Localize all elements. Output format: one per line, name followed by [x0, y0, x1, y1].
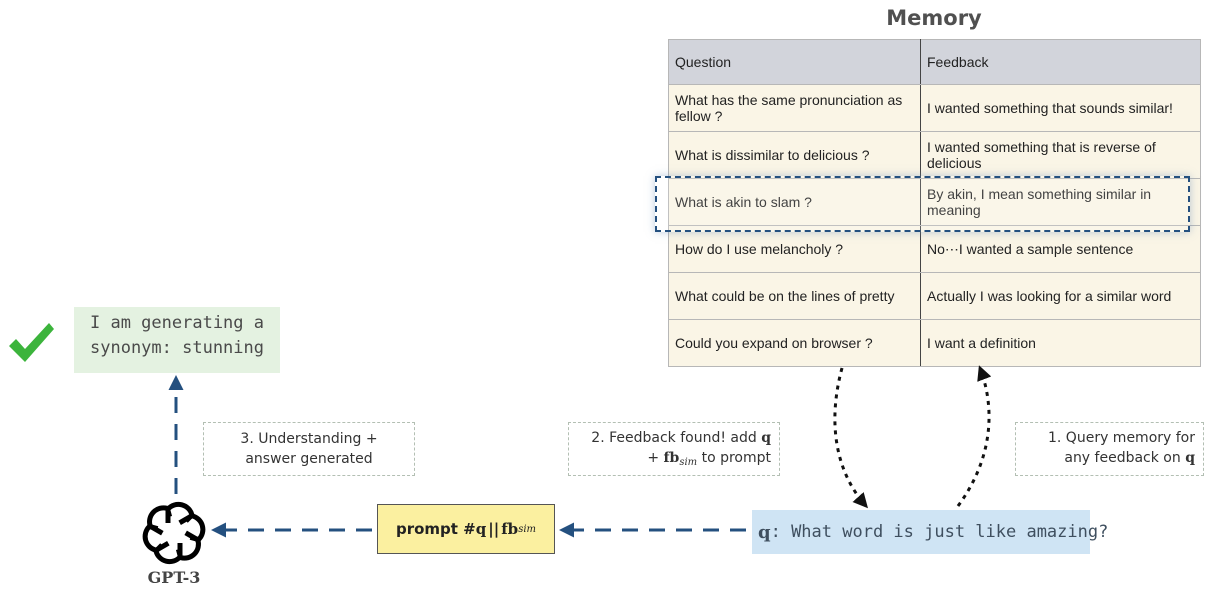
- feedback-subscript: sim: [679, 457, 698, 468]
- prompt-question-symbol: q: [475, 520, 487, 538]
- step-1-line-2: any feedback on q: [1016, 448, 1195, 468]
- query-text: : What word is just like amazing?: [770, 522, 1109, 542]
- question-symbol: q: [761, 430, 771, 446]
- prompt-feedback-subscript: sim: [518, 523, 536, 535]
- check-mark-icon: [9, 323, 54, 362]
- memory-header-row: Question Feedback: [668, 39, 1201, 85]
- memory-feedback: No⋯I wanted a sample sentence: [920, 225, 1201, 273]
- step-2-note: 2. Feedback found! add q + fbsim to prom…: [568, 422, 780, 476]
- memory-feedback: By akin, I mean something similar in mea…: [920, 178, 1201, 226]
- memory-row: What is dissimilar to delicious ? I want…: [668, 131, 1201, 179]
- memory-table: Question Feedback What has the same pron…: [668, 39, 1201, 367]
- arrow-memory-to-query: [833, 367, 868, 509]
- step-2-text: 2. Feedback found! add: [591, 430, 762, 446]
- feedback-symbol: fb: [663, 450, 680, 466]
- step-1-line-1: 1. Query memory for: [1048, 430, 1195, 446]
- step-1-note: 1. Query memory for any feedback on q: [1015, 422, 1204, 476]
- memory-question: What is dissimilar to delicious ?: [668, 131, 921, 179]
- memory-row: What has the same pronunciation as fello…: [668, 84, 1201, 132]
- prompt-separator: ||: [488, 520, 500, 538]
- memory-question: What is akin to slam ?: [668, 178, 921, 226]
- user-query: q: What word is just like amazing?: [752, 510, 1108, 554]
- memory-question: What has the same pronunciation as fello…: [668, 84, 921, 132]
- step-3-line-1: 3. Understanding +: [240, 431, 378, 447]
- memory-column-question: Question: [668, 39, 921, 85]
- memory-question: What could be on the lines of pretty: [668, 272, 921, 320]
- step-2-tail: to prompt: [697, 450, 771, 466]
- step-2-line-1: 2. Feedback found! add q: [569, 428, 771, 448]
- prompt-feedback-symbol: fb: [501, 520, 519, 538]
- memory-feedback: Actually I was looking for a similar wor…: [920, 272, 1201, 320]
- arrow-query-to-memory: [956, 365, 992, 507]
- memory-row: What could be on the lines of pretty Act…: [668, 272, 1201, 320]
- prompt-prefix: prompt #: [395, 520, 476, 538]
- memory-feedback: I want a definition: [920, 319, 1201, 367]
- openai-logo-icon: [142, 501, 206, 565]
- step-2-plus: +: [647, 450, 664, 466]
- generated-output: I am generating a synonym: stunning: [74, 307, 280, 373]
- memory-feedback: I wanted something that is reverse of de…: [920, 131, 1201, 179]
- output-line-1: I am generating a: [90, 313, 264, 333]
- step-3-note: 3. Understanding + answer generated: [203, 422, 415, 476]
- question-symbol: q: [1185, 450, 1195, 466]
- memory-column-feedback: Feedback: [920, 39, 1201, 85]
- memory-row: Could you expand on browser ? I want a d…: [668, 319, 1201, 367]
- memory-row-highlighted: What is akin to slam ? By akin, I mean s…: [668, 178, 1201, 226]
- step-1-text: any feedback on: [1064, 450, 1186, 466]
- step-3-line-2: answer generated: [245, 451, 373, 467]
- query-symbol: q: [758, 521, 771, 543]
- memory-feedback: I wanted something that sounds similar!: [920, 84, 1201, 132]
- memory-title: Memory: [886, 6, 982, 30]
- memory-row: How do I use melancholy ? No⋯I wanted a …: [668, 225, 1201, 273]
- step-2-line-2: + fbsim to prompt: [569, 448, 771, 473]
- output-line-2: synonym: stunning: [90, 338, 264, 358]
- model-label: GPT-3: [147, 568, 201, 587]
